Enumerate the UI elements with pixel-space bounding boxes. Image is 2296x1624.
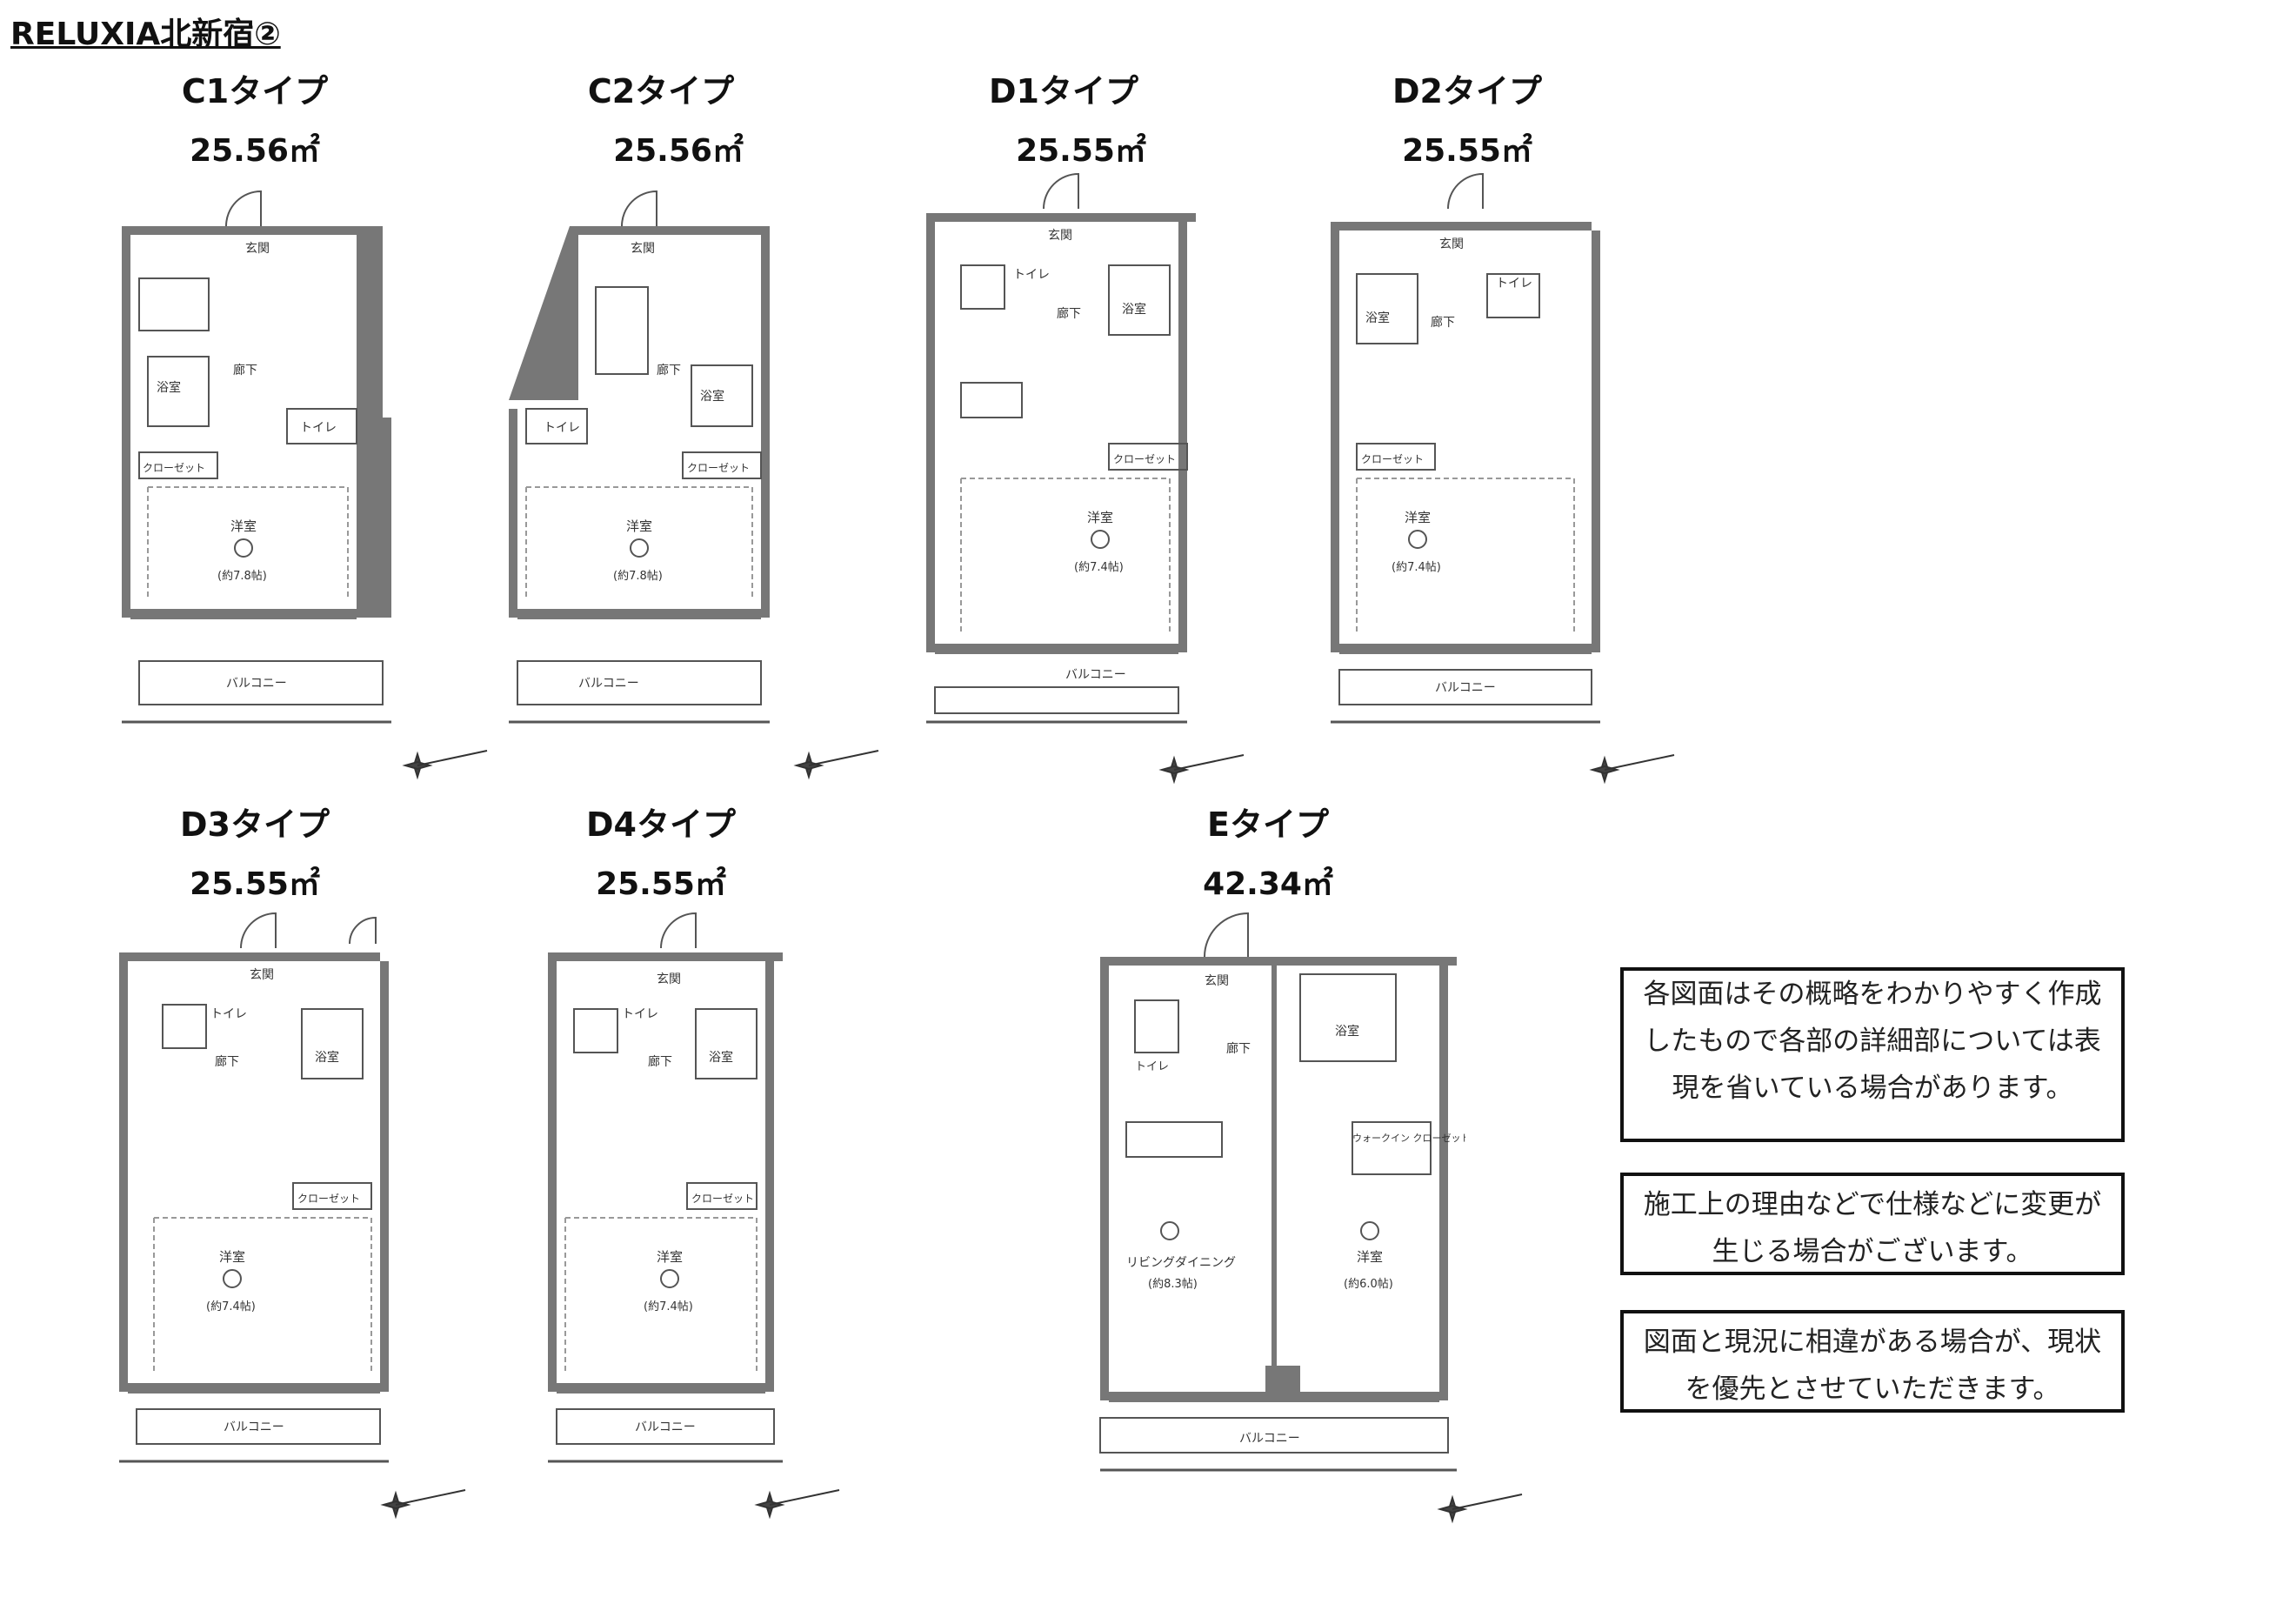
compass-icon [1426, 1487, 1531, 1531]
compass-icon [783, 744, 887, 787]
room-entrance: 玄関 [1439, 237, 1464, 251]
room-bedroom: 洋室 [626, 518, 652, 534]
floor-plan-e: 玄関 浴室 廊下 トイレ ウォークイン クローゼット リビングダイニング (約8… [1065, 905, 1465, 1487]
room-bath: 浴室 [1365, 311, 1390, 325]
floor-plan-d4: 玄関 浴室 廊下 トイレ クローゼット 洋室 (約7.4帖) バルコニー [539, 905, 818, 1479]
room-bedroom-size: (約7.4帖) [206, 1300, 256, 1313]
compass-icon [370, 1483, 474, 1527]
room-closet: ウォークイン クローゼット [1352, 1133, 1465, 1144]
compass-icon [1148, 748, 1252, 792]
room-closet: クローゼット [687, 462, 750, 474]
room-toilet: トイレ [210, 1007, 247, 1021]
room-closet: クローゼット [297, 1193, 360, 1205]
room-bedroom-size: (約6.0帖) [1344, 1278, 1393, 1291]
room-hall: 廊下 [215, 1054, 239, 1069]
room-entrance: 玄関 [1048, 228, 1072, 243]
room-toilet: トイレ [544, 421, 580, 435]
room-closet: クローゼット [691, 1193, 754, 1205]
unit-area-c1: 25.56㎡ [190, 133, 320, 169]
room-closet: クローゼット [1361, 453, 1424, 465]
floor-plan-d3: 玄関 浴室 廊下 トイレ クローゼット 洋室 (約7.4帖) バルコニー [119, 905, 397, 1479]
room-bath: 浴室 [700, 389, 724, 404]
room-closet: クローゼット [1113, 453, 1176, 465]
room-balcony: バルコニー [578, 677, 639, 691]
room-bedroom: 洋室 [657, 1249, 683, 1265]
room-entrance: 玄関 [1205, 973, 1229, 988]
room-hall: 廊下 [233, 363, 257, 378]
room-bath: 浴室 [157, 380, 181, 395]
compass-icon [1578, 748, 1683, 792]
unit-type-e: Eタイプ [1207, 805, 1329, 844]
unit-type-c2: C2タイプ [587, 72, 735, 110]
room-bedroom: 洋室 [1405, 510, 1431, 525]
room-hall: 廊下 [657, 363, 681, 378]
room-balcony: バルコニー [1065, 668, 1126, 682]
floor-plan-d2: 玄関 浴室 廊下 トイレ クローゼット 洋室 (約7.4帖) バルコニー [1331, 165, 1609, 739]
compass-icon [391, 744, 496, 787]
room-toilet: トイレ [622, 1007, 658, 1021]
room-bedroom-size: (約7.4帖) [644, 1300, 693, 1313]
compass-icon [744, 1483, 848, 1527]
room-toilet: トイレ [1496, 277, 1532, 291]
floor-plan-c1: 玄関 浴室 廊下 トイレ クローゼット 洋室 (約7.8帖) バルコニー [122, 165, 400, 739]
room-bedroom: 洋室 [1357, 1249, 1383, 1265]
page-title: RELUXIA北新宿② [10, 17, 281, 52]
unit-area-d1: 25.55㎡ [1016, 133, 1146, 169]
room-bedroom: 洋室 [1087, 510, 1113, 525]
room-entrance: 玄関 [250, 967, 274, 982]
unit-type-d4: D4タイプ [586, 805, 736, 844]
disclaimer-note-2: 施工上の理由などで仕様などに変更が生じる場合がございます。 [1620, 1173, 2125, 1275]
floor-plan-d1: 玄関 浴室 廊下 トイレ クローゼット 洋室 (約7.4帖) バルコニー [926, 165, 1205, 739]
room-bedroom: 洋室 [230, 518, 257, 534]
room-balcony: バルコニー [1239, 1432, 1300, 1446]
unit-type-d3: D3タイプ [180, 805, 330, 844]
unit-area-e: 42.34㎡ [1203, 866, 1333, 902]
floor-plan-c2: 玄関 浴室 廊下 トイレ クローゼット 洋室 (約7.8帖) バルコニー [509, 165, 787, 739]
room-bedroom-size: (約7.4帖) [1392, 561, 1441, 574]
room-bath: 浴室 [709, 1050, 733, 1065]
unit-type-c1: C1タイプ [181, 72, 329, 110]
unit-area-d2: 25.55㎡ [1402, 133, 1532, 169]
room-closet: クローゼット [143, 462, 205, 474]
room-toilet: トイレ [1013, 268, 1050, 282]
disclaimer-note-1: 各図面はその概略をわかりやすく作成したもので各部の詳細部については表現を省いてい… [1620, 967, 2125, 1142]
room-hall: 廊下 [648, 1054, 672, 1069]
room-entrance: 玄関 [657, 972, 681, 986]
room-living: リビングダイニング [1126, 1256, 1236, 1270]
room-bedroom-size: (約7.8帖) [217, 570, 267, 583]
room-hall: 廊下 [1226, 1041, 1251, 1056]
room-entrance: 玄関 [245, 241, 270, 256]
room-living-size: (約8.3帖) [1148, 1278, 1198, 1291]
room-bath: 浴室 [315, 1050, 339, 1065]
room-bedroom: 洋室 [219, 1249, 245, 1265]
room-toilet: トイレ [1135, 1060, 1169, 1073]
unit-area-d3: 25.55㎡ [190, 866, 320, 902]
room-hall: 廊下 [1431, 315, 1455, 330]
disclaimer-note-3: 図面と現況に相違がある場合が、現状を優先とさせていただきます。 [1620, 1310, 2125, 1413]
unit-area-c2: 25.56㎡ [613, 133, 744, 169]
room-bath: 浴室 [1122, 302, 1146, 317]
room-bedroom-size: (約7.8帖) [613, 570, 663, 583]
room-balcony: バルコニー [226, 677, 287, 691]
room-entrance: 玄関 [631, 241, 655, 256]
unit-type-d2: D2タイプ [1392, 72, 1542, 110]
room-hall: 廊下 [1057, 306, 1081, 321]
unit-area-d4: 25.55㎡ [596, 866, 726, 902]
unit-type-d1: D1タイプ [989, 72, 1138, 110]
room-bath: 浴室 [1335, 1024, 1359, 1039]
room-toilet: トイレ [300, 421, 337, 435]
room-balcony: バルコニー [635, 1420, 696, 1434]
room-balcony: バルコニー [1435, 681, 1496, 695]
room-balcony: バルコニー [224, 1420, 284, 1434]
room-bedroom-size: (約7.4帖) [1074, 561, 1124, 574]
